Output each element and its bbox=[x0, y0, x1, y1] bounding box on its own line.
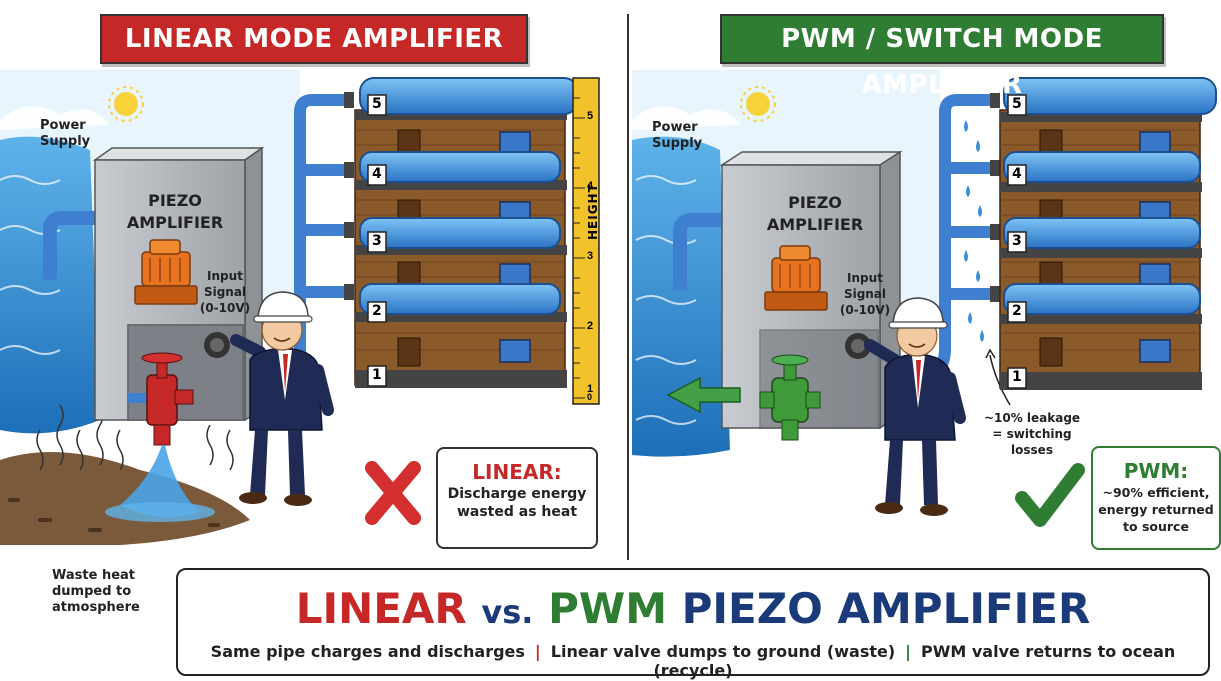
right-amplifier-name: PIEZO AMPLIFIER bbox=[766, 193, 864, 234]
left-floor-2: 2 bbox=[372, 303, 382, 319]
left-input-signal-label: Input Signal (0-10V) bbox=[199, 269, 251, 315]
pwm-mode-banner: PWM / SWITCH MODE AMPLIFIER bbox=[720, 14, 1164, 100]
summary-title: LINEAR vs. PWM PIEZO AMPLIFIER bbox=[178, 584, 1208, 637]
left-engineer-figure bbox=[230, 291, 334, 506]
ruler-tick-1: 1 bbox=[587, 383, 594, 395]
right-input-knob-icon bbox=[845, 333, 871, 359]
right-power-supply-label: Power Supply bbox=[652, 120, 703, 151]
linear-callout-text: Discharge energy wasted as heat bbox=[447, 486, 587, 520]
right-floor-3: 3 bbox=[1012, 233, 1022, 249]
left-scene bbox=[0, 70, 600, 545]
return-to-ocean-arrow-icon bbox=[666, 376, 741, 414]
left-pump-icon bbox=[134, 239, 198, 305]
linear-callout-box: LINEAR: Discharge energy wasted as heat bbox=[436, 447, 598, 549]
height-ruler bbox=[572, 77, 600, 405]
left-ground bbox=[0, 452, 250, 545]
right-sun-icon bbox=[740, 86, 776, 122]
left-water-splash bbox=[120, 445, 200, 518]
right-tank-5 bbox=[1003, 77, 1217, 115]
right-floor-2: 2 bbox=[1012, 303, 1022, 319]
left-intake-pipe bbox=[43, 211, 100, 280]
right-intake-pipe bbox=[673, 213, 730, 290]
left-tank-2 bbox=[359, 283, 561, 315]
right-input-signal-label: Input Signal (0-10V) bbox=[839, 271, 891, 317]
linear-mode-banner: LINEAR MODE AMPLIFIER bbox=[100, 14, 528, 64]
left-floor-4: 4 bbox=[372, 166, 382, 182]
left-input-knob-icon bbox=[204, 332, 230, 358]
right-scene bbox=[632, 70, 1217, 527]
right-green-valve-icon bbox=[759, 354, 821, 441]
left-floor-1: 1 bbox=[372, 367, 382, 383]
pwm-callout-box: PWM: ~90% efficient, energy returned to … bbox=[1091, 446, 1221, 550]
summary-subtitle: Same pipe charges and discharges | Linear … bbox=[178, 642, 1208, 680]
subtitle-part-2: Linear valve dumps to ground (waste) bbox=[550, 642, 896, 661]
leakage-pointer-arrow bbox=[989, 354, 1011, 406]
left-amplifier-name: PIEZO AMPLIFIER bbox=[126, 191, 224, 232]
left-tank-3 bbox=[359, 217, 561, 249]
linear-x-mark-icon bbox=[365, 461, 421, 525]
pwm-callout-title: PWM: bbox=[1123, 459, 1189, 483]
right-building bbox=[999, 77, 1217, 390]
left-sun-icon bbox=[108, 86, 144, 122]
waste-heat-label: Waste heat dumped to atmosphere bbox=[52, 568, 140, 615]
left-building bbox=[354, 77, 579, 388]
title-pwm: PWM bbox=[548, 584, 667, 633]
ruler-tick-2: 2 bbox=[587, 320, 594, 332]
left-floor-3: 3 bbox=[372, 233, 382, 249]
leakage-drops-icon bbox=[964, 120, 984, 342]
title-rest: PIEZO AMPLIFIER bbox=[681, 584, 1091, 633]
right-tank-3 bbox=[1003, 217, 1201, 249]
pwm-check-mark-icon bbox=[1015, 463, 1085, 527]
right-floor-5: 5 bbox=[1012, 96, 1022, 112]
ruler-tick-4: 4 bbox=[587, 180, 594, 192]
title-vs: vs. bbox=[481, 593, 534, 631]
left-cloud bbox=[0, 106, 110, 130]
subtitle-part-3: PWM valve returns to ocean (recycle) bbox=[653, 642, 1176, 680]
leakage-label: ~10% leakage = switching losses bbox=[983, 411, 1081, 457]
height-label: HEIGHT bbox=[586, 183, 600, 240]
summary-box: LINEAR vs. PWM PIEZO AMPLIFIER Same pipe… bbox=[176, 568, 1210, 680]
waste-heat-lines bbox=[36, 404, 234, 471]
subtitle-part-1: Same pipe charges and discharges bbox=[210, 642, 525, 661]
left-floor-5: 5 bbox=[372, 96, 382, 112]
right-floor-4: 4 bbox=[1012, 166, 1022, 182]
green-separator: | bbox=[905, 642, 911, 661]
left-power-supply-label: Power Supply bbox=[40, 118, 91, 149]
ruler-tick-3: 3 bbox=[587, 250, 594, 262]
left-riser-pipes bbox=[276, 94, 350, 391]
red-separator: | bbox=[534, 642, 541, 661]
ruler-tick-0: 0 bbox=[587, 392, 593, 402]
left-ocean bbox=[0, 136, 100, 434]
right-tank-2 bbox=[1003, 283, 1201, 315]
linear-callout-title: LINEAR: bbox=[472, 460, 562, 484]
ruler-tick-5: 5 bbox=[587, 110, 594, 122]
left-red-valve-icon bbox=[128, 352, 194, 446]
pwm-callout-text: ~90% efficient, energy returned to sourc… bbox=[1098, 485, 1214, 534]
title-linear: LINEAR bbox=[295, 584, 467, 633]
right-tank-4 bbox=[1003, 151, 1201, 183]
left-tank-5 bbox=[359, 77, 579, 115]
left-tank-4 bbox=[359, 151, 561, 183]
right-pump-icon bbox=[764, 245, 828, 311]
right-engineer-figure bbox=[864, 297, 966, 516]
right-floor-1: 1 bbox=[1012, 369, 1022, 385]
